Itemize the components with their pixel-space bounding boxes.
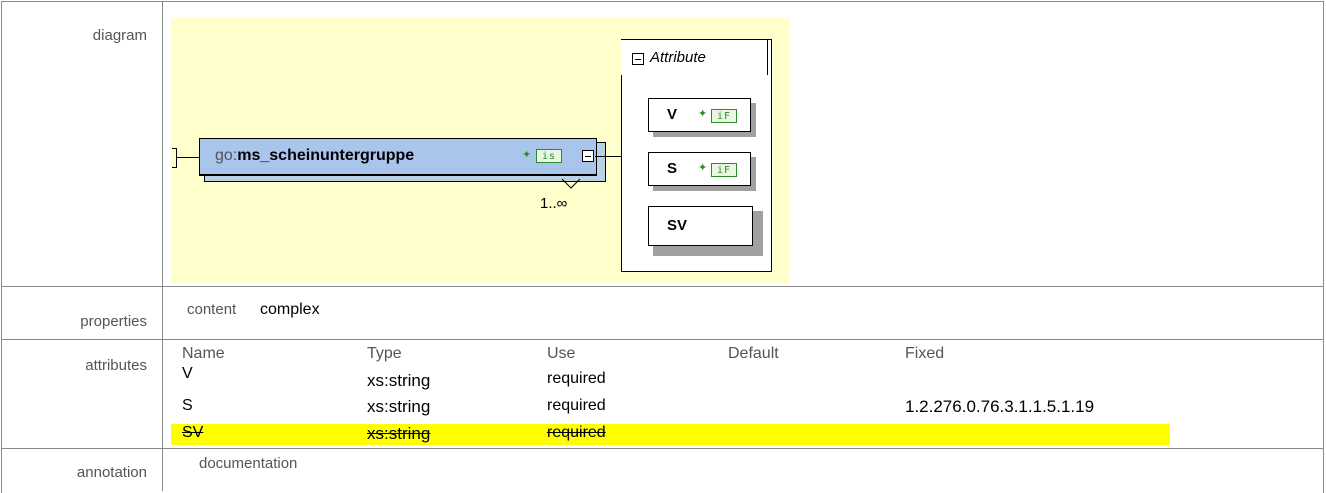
- column-header: Fixed: [905, 345, 944, 363]
- table-cell: SV: [182, 424, 203, 442]
- attribute-name: V: [667, 106, 677, 123]
- deprecated-row-highlight: [171, 424, 1170, 445]
- simple-type-icon: iF: [711, 163, 737, 177]
- table-cell: xs:string: [367, 424, 430, 444]
- connector: [172, 167, 177, 168]
- row-label-diagram: diagram: [1, 27, 161, 44]
- multiplicity-marker-icon: [561, 178, 581, 190]
- attribute-name: S: [667, 160, 677, 177]
- type-arrow-icon: ✦: [698, 107, 707, 120]
- connector: [176, 148, 177, 168]
- table-cell: xs:string: [367, 371, 430, 391]
- type-arrow-icon: ✦: [522, 148, 531, 161]
- multiplicity-label: 1..∞: [540, 195, 567, 212]
- attribute-group-label: Attribute: [650, 49, 706, 66]
- column-header: Type: [367, 345, 402, 363]
- column-header: Default: [728, 345, 779, 363]
- table-cell: xs:string: [367, 397, 430, 417]
- type-arrow-icon: ✦: [698, 161, 707, 174]
- collapse-icon[interactable]: [582, 150, 594, 162]
- column-header: Name: [182, 345, 225, 363]
- attribute-name: SV: [667, 217, 687, 234]
- property-key: content: [187, 301, 236, 318]
- collapse-icon[interactable]: [632, 53, 644, 65]
- element-label[interactable]: go:ms_scheinuntergruppe: [215, 147, 414, 165]
- row-label-properties: properties: [1, 313, 161, 330]
- row-label-annotation: annotation: [1, 464, 161, 481]
- row-label-attributes: attributes: [1, 357, 161, 374]
- row-divider: [1, 286, 1324, 287]
- table-cell: S: [182, 397, 193, 415]
- simple-type-icon: iF: [711, 109, 737, 123]
- annotation-key: documentation: [199, 455, 297, 472]
- table-cell: required: [547, 397, 606, 415]
- row-divider: [1, 339, 1324, 340]
- table-cell: required: [547, 370, 606, 388]
- connector: [595, 156, 621, 157]
- property-value: complex: [260, 301, 320, 319]
- row-divider: [1, 448, 1324, 449]
- column-divider: [162, 1, 163, 491]
- column-header: Use: [547, 345, 575, 363]
- attribute-box-sv[interactable]: [648, 206, 753, 246]
- table-cell: V: [182, 365, 193, 383]
- simple-type-icon: is: [536, 149, 562, 163]
- table-cell: required: [547, 424, 606, 442]
- connector: [176, 157, 199, 158]
- table-cell: 1.2.276.0.76.3.1.1.5.1.19: [905, 397, 1094, 417]
